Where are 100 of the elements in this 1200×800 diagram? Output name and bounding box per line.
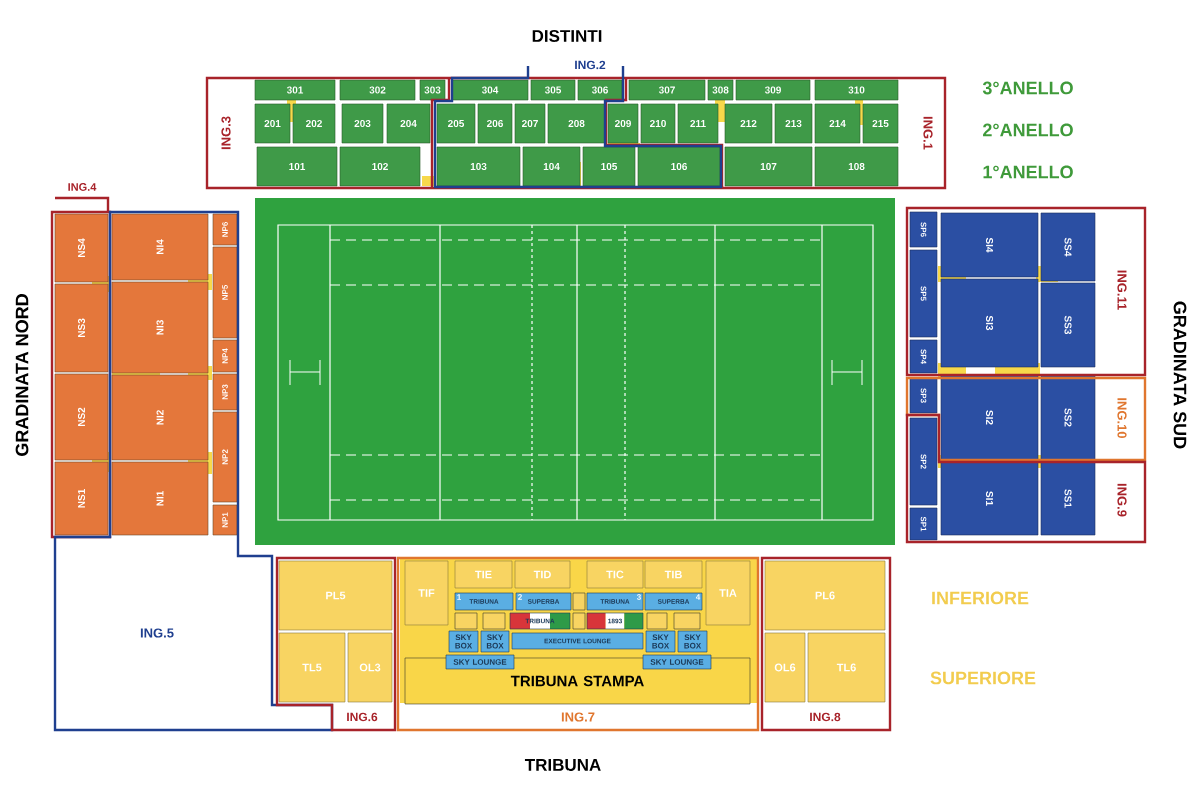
gate-label: ING.8 [810,712,841,722]
seating-sector: TIB [644,560,703,589]
gate-label: ING.4 [68,183,97,191]
seating-sector: TIA [705,560,751,626]
seating-sector: 305 [530,79,576,101]
seating-sector: NI1 [111,461,209,536]
hospitality-box: SKY BOX [645,630,676,653]
seating-sector: 102 [339,146,421,187]
level-label: INFERIORE [932,591,1029,605]
seating-sector: SS2 [1040,374,1096,461]
seating-sector: TL5 [278,632,346,703]
seating-sector: 209 [607,103,639,144]
hospitality-box: SKY BOX [480,630,510,653]
seating-sector: NP4 [212,339,238,373]
seating-sector [482,612,506,630]
seating-sector: TID [514,560,571,589]
tier-label: 2°ANELLO [983,123,1073,137]
seating-sector: 211 [677,103,719,144]
seating-sector: SS1 [1040,461,1096,536]
seating-sector: 103 [436,146,521,187]
stand-name: TRIBUNA [524,759,601,771]
gate-label: ING.5 [140,628,174,638]
seating-sector: 203 [341,103,384,144]
seating-sector: TL6 [807,632,886,703]
seating-sector: NS4 [54,213,109,283]
seating-sector: 206 [477,103,513,144]
seating-sector [572,592,586,611]
seating-sector: NI4 [111,213,209,281]
box-number: 1 [457,594,461,600]
seating-sector: NS2 [54,373,109,461]
hospitality-box: SKY LOUNGE [642,654,712,670]
seating-sector: 205 [436,103,476,144]
seating-sector: SP3 [909,377,938,414]
level-label: SUPERIORE [930,671,1036,685]
seating-sector: NI3 [111,281,209,374]
seating-sector: 101 [256,146,338,187]
seating-sector: 105 [582,146,636,187]
seating-sector [454,612,478,630]
seating-sector: TIE [454,560,513,589]
gate-label: ING.1 [923,116,933,150]
seating-sector: 214 [814,103,861,144]
seating-sector: SP1 [909,507,938,541]
seating-sector: NI2 [111,374,209,461]
seating-sector: 304 [451,79,529,101]
seating-sector: OL6 [764,632,806,703]
seating-sector: 302 [339,79,416,101]
seating-sector: 303 [419,79,446,101]
gate-label: ING.9 [1117,483,1127,517]
seating-sector: 212 [724,103,773,144]
gate-label: ING.11 [1117,270,1127,310]
box-number: 3 [636,594,641,600]
seating-sector: TIC [586,560,644,589]
seating-sector: 306 [577,79,623,101]
seating-sector: 213 [774,103,813,144]
seating-sector: 106 [637,146,721,187]
seating-sector: 204 [386,103,431,144]
seating-sector: 201 [254,103,291,144]
stand-name: GRADINATA NORD [15,294,29,456]
seating-sector: OL3 [347,632,393,703]
seating-sector: SP6 [909,211,938,248]
seating-sector: SI2 [940,374,1039,461]
seating-sector: 301 [254,79,336,101]
seating-sector: 107 [724,146,813,187]
seating-sector: 210 [640,103,676,144]
gate-label: ING.2 [575,60,606,70]
seating-sector: NP6 [212,213,238,246]
seating-sector [572,612,586,630]
seating-sector: SS3 [1040,282,1096,368]
gate-label: ING.6 [347,712,378,722]
seating-sector: 202 [292,103,336,144]
seating-sector: 308 [707,79,734,101]
seating-sector: NP1 [212,504,238,536]
seating-sector: 208 [547,103,606,144]
box-number: 2 [518,594,522,600]
seating-sector: 207 [514,103,546,144]
seating-sector: NP3 [212,373,238,411]
seating-sector: NS1 [54,461,109,536]
seating-sector: 108 [814,146,899,187]
seating-sector: NS3 [54,283,109,373]
gate-label: ING.3 [221,116,231,150]
seating-sector: SI1 [940,461,1039,536]
tier-label: 3°ANELLO [982,81,1073,95]
tier-label: 1°ANELLO [983,165,1073,179]
stand-name: GRADINATA SUD [1173,301,1187,449]
seating-sector: SS4 [1040,212,1096,282]
seating-sector: SI4 [940,212,1039,278]
gate-label: ING.10 [1117,398,1127,439]
seating-sector: 215 [862,103,899,144]
hospitality-box: SKY LOUNGE [445,654,515,670]
seating-sector [673,612,701,630]
stand-name: DISTINTI [532,29,602,42]
seating-sector: TIF [404,560,449,626]
seating-sector [646,612,668,630]
hospitality-box: SKY BOX [677,630,708,653]
hospitality-box: SKY BOX [448,630,479,653]
seating-sector: 104 [522,146,581,187]
seating-sector: 310 [814,79,899,101]
seating-sector: SI3 [940,278,1039,368]
box-number: 4 [695,594,701,600]
seating-sector: SP4 [909,339,938,374]
